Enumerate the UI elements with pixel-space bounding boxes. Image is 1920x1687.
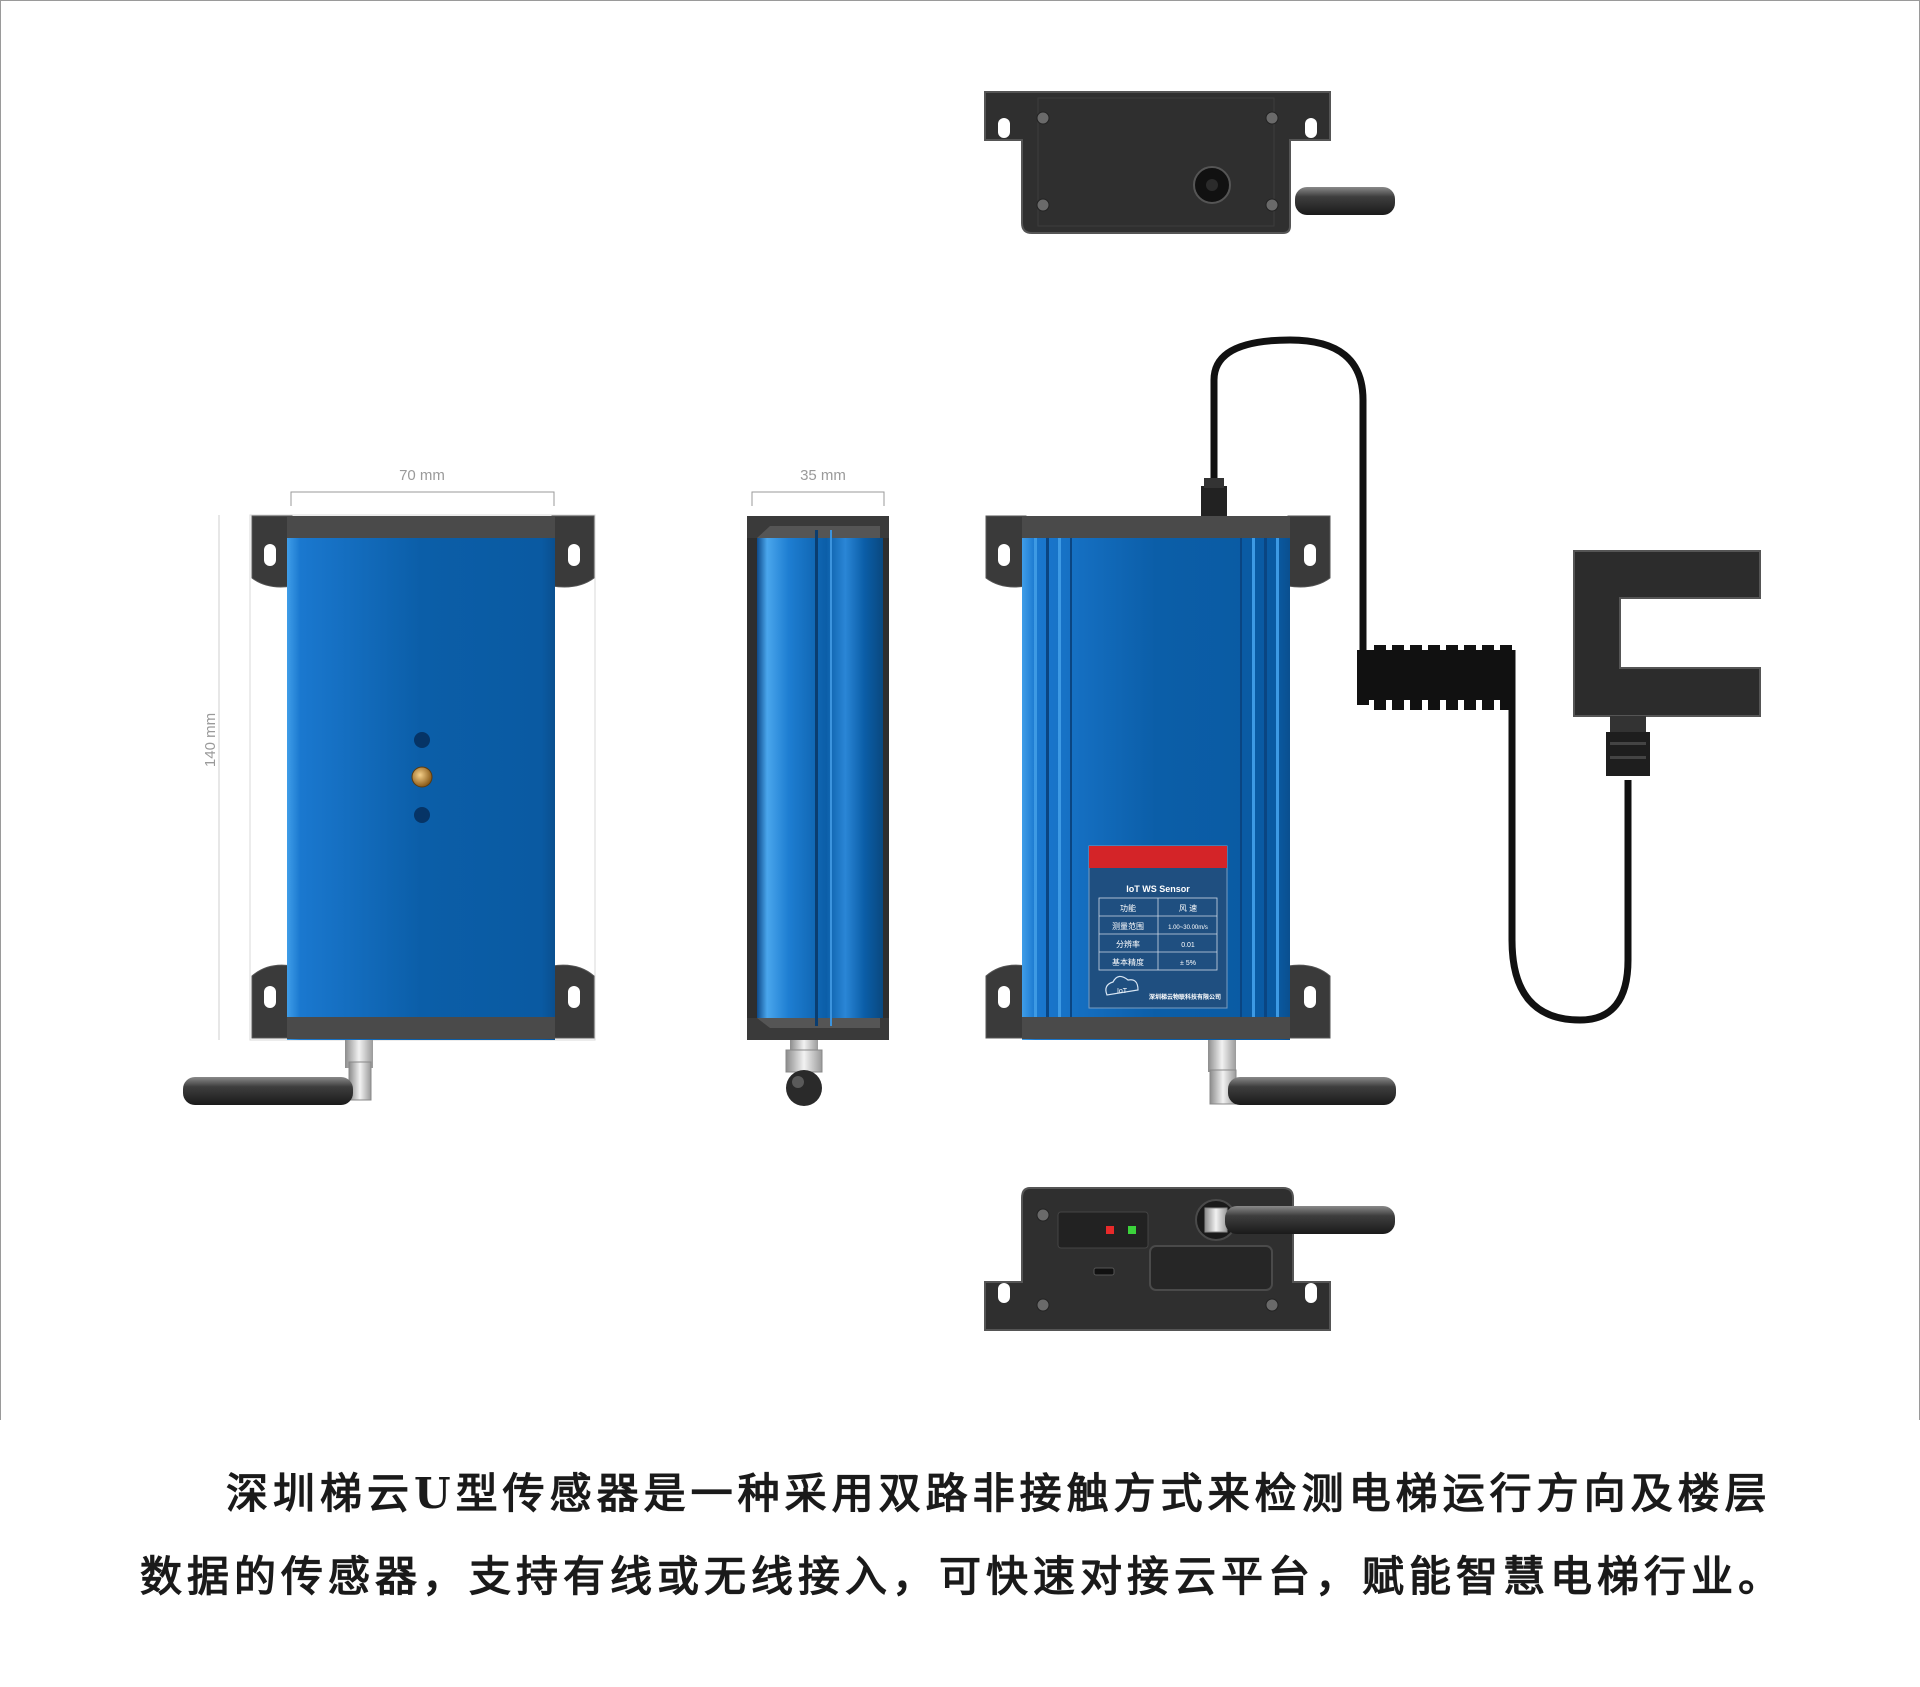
label-row-4-value: ± 5% <box>1180 960 1196 967</box>
caption-line-2: 数据的传感器，支持有线或无线接入，可快速对接云平台，赋能智慧电梯行业。 <box>140 1552 1786 1601</box>
label-title: IoT WS Sensor <box>1126 884 1190 894</box>
led-red-icon <box>1106 1226 1114 1234</box>
coiled-cable <box>1357 645 1632 1024</box>
back-view: IoT WS Sensor 功能 风 速 测量范围 1.00~30.00m/s … <box>985 336 1761 1105</box>
label-row-1-key: 功能 <box>1120 903 1136 913</box>
cloud-logo-icon <box>1105 975 1139 996</box>
label-row-1-value: 风 速 <box>1179 904 1197 913</box>
top-view <box>984 91 1395 234</box>
dim-height-label: 140 mm <box>202 713 219 767</box>
label-row-3-value: 0.01 <box>1181 942 1195 949</box>
label-logo-text: IoT <box>1117 988 1128 995</box>
label-row-4-key: 基本精度 <box>1112 957 1144 967</box>
dim-width-label: 70 mm <box>399 467 445 484</box>
label-company: 深圳梯云物联科技有限公司 <box>1149 993 1221 1001</box>
led-green-icon <box>1128 1226 1136 1234</box>
spec-label: IoT WS Sensor 功能 风 速 测量范围 1.00~30.00m/s … <box>1088 845 1228 1009</box>
frame-left-line <box>0 0 1 1420</box>
dim-depth-label: 35 mm <box>800 467 846 484</box>
label-row-2-key: 测量范围 <box>1112 921 1144 931</box>
u-sensor <box>1573 550 1761 776</box>
frame-top-line <box>0 0 1920 1</box>
label-row-3-key: 分辨率 <box>1116 939 1140 949</box>
front-view: 70 mm 140 mm <box>183 467 596 1105</box>
bottom-view <box>984 1187 1395 1331</box>
label-row-2-value: 1.00~30.00m/s <box>1168 925 1208 931</box>
side-view: 35 mm <box>747 467 889 1106</box>
caption-line-1: 深圳梯云U型传感器是一种采用双路非接触方式来检测电梯运行方向及楼层 <box>226 1469 1772 1518</box>
drawing-canvas: 70 mm 140 mm <box>183 91 1761 1331</box>
usb-port-icon <box>1093 1267 1115 1276</box>
